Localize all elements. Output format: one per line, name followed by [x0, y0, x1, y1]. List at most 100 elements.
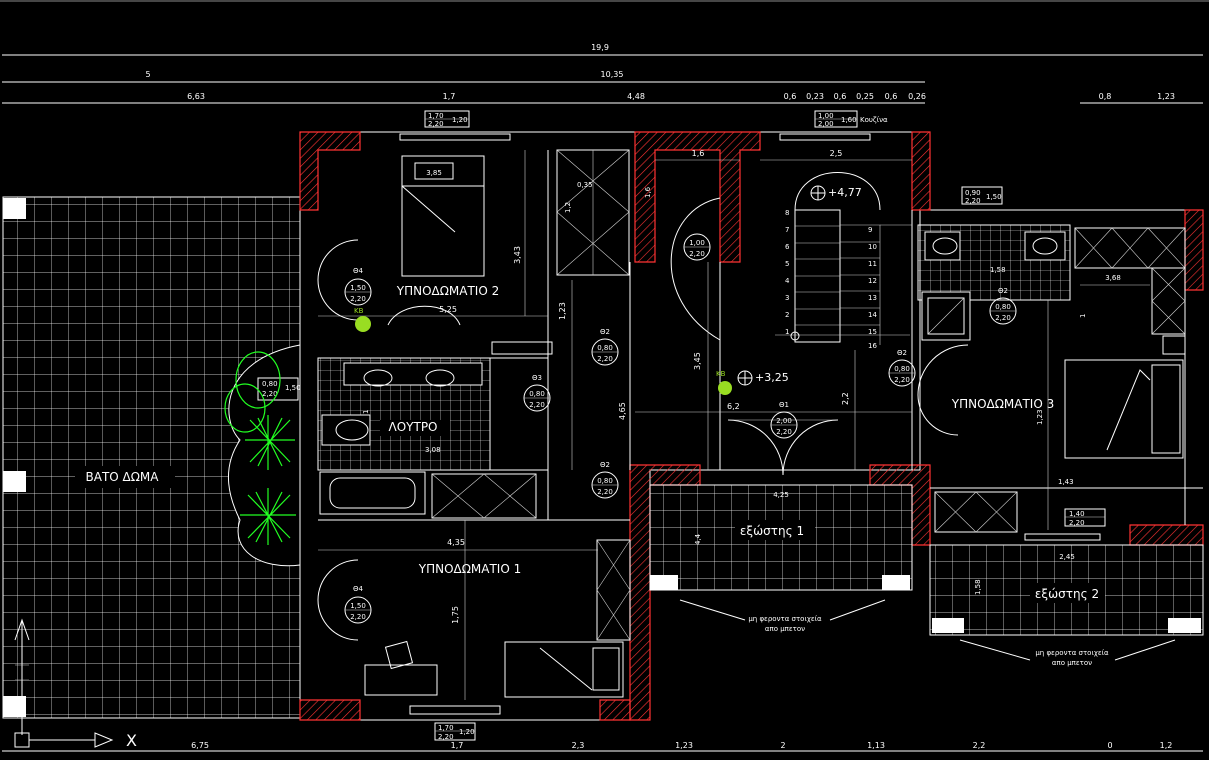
room-balcony-1-label: εξώστης 1: [740, 524, 804, 538]
dim-row3-0: 6,63: [187, 92, 205, 101]
dim-int-22: 2,2: [841, 392, 850, 405]
dim-int-175: 4,4: [694, 533, 702, 545]
bottom-dimensions: 6,75 1,7 2,3 1,23 2 1,13 2,2 0 1,2: [2, 741, 1203, 752]
right-window-2-h: 2,20: [1069, 519, 1085, 527]
dim-int-143: 1,58: [974, 579, 982, 595]
dim-bottom-0: 6,75: [191, 741, 209, 750]
note-nonbearing-1b: απο μπετον: [765, 625, 805, 633]
dim-int-12: 1,2: [564, 202, 572, 213]
stair-r-0: 9: [868, 226, 872, 234]
dim-int-368: 1,23: [1036, 409, 1044, 425]
room-balcony-2-label: εξώστης 2: [1035, 587, 1099, 601]
ucs-icon: X: [14, 618, 137, 750]
note-nonbearing-2b: απο μπετον: [1052, 659, 1092, 667]
top-window-1-h: 2,20: [428, 120, 444, 128]
door-d-h: 2,20: [776, 428, 792, 436]
top-window-2: 1,00 2,00 1,60 Κουζίνα: [779, 110, 888, 141]
dim-int-525: 5,25: [439, 305, 457, 314]
dim-row3r-1: 1,23: [1157, 92, 1175, 101]
dim-bottom-5: 1,13: [867, 741, 885, 750]
level-325: +3,25: [755, 371, 789, 384]
dim-int-345: 3,45: [693, 352, 702, 370]
dim-int-425: 1,43: [1058, 478, 1074, 486]
dim-bottom-1: 1,7: [451, 741, 464, 750]
level-477: +4,77: [828, 186, 862, 199]
top-window-2-w: 1,00: [818, 112, 834, 120]
stair-l-3: 5: [785, 260, 789, 268]
dim-int-1: 1: [362, 410, 370, 414]
bathroom: ΛΟΥΤΡΟ 3,08: [317, 357, 537, 519]
bed-label: 3,85: [426, 169, 442, 177]
dim-int-158: 1: [1079, 314, 1087, 318]
stair-l-0: 8: [785, 209, 789, 217]
dim-row2-a: 5: [145, 70, 150, 79]
stair-r-6: 15: [868, 328, 877, 336]
dim-int-245: 1,58: [990, 266, 1006, 274]
top-window-2-note: Κουζίνα: [860, 116, 888, 124]
door-tag-r2: 1,50 2,20 Θ4: [344, 267, 372, 306]
dim-int-26: 3,08: [425, 446, 441, 454]
balcony-1: εξώστης 1 4,25 4,4 μη φεροντα στοιχεία α…: [649, 484, 913, 633]
door-c-id: Θ2: [600, 461, 610, 469]
left-window-w: 0,80: [262, 380, 278, 388]
dim-int-44: 2,45: [1059, 553, 1075, 561]
door-r1-w: 1,50: [350, 602, 366, 610]
plant-icons: [224, 351, 296, 545]
bottom-window: 1,70 2,20 1,20: [434, 722, 476, 741]
stair-r-4: 13: [868, 294, 877, 302]
door-a-w: 0,80: [597, 344, 613, 352]
stair-r-3: 12: [868, 277, 877, 285]
dim-row3-2: 4,48: [627, 92, 645, 101]
door-e-id: Θ2: [897, 349, 907, 357]
dim-bottom-2: 2,3: [572, 741, 585, 750]
room-bedroom-3-label: ΥΠΝΟΔΩΜΑΤΙΟ 3: [951, 397, 1054, 411]
dim-int-123: 1,23: [558, 302, 567, 320]
room-roof-label: ΒΑΤΟ ΔΩΜΑ: [86, 470, 160, 484]
dim-bottom-7: 0: [1107, 741, 1112, 750]
door-hall-w: 1,00: [689, 239, 705, 247]
dim-row3-8: 0,26: [908, 92, 926, 101]
roof-terrace: ΒΑΤΟ ΔΩΜΑ 0,80 2,20 1,50: [2, 196, 301, 719]
door-f-h: 2,20: [995, 314, 1011, 322]
dim-int-435: 4,25: [773, 491, 789, 499]
door-r1-id: Θ4: [353, 585, 364, 593]
door-b-id: Θ3: [532, 374, 542, 382]
stair-r-1: 10: [868, 243, 877, 251]
kv-marker-1: [355, 316, 371, 332]
dim-bottom-4: 2: [780, 741, 785, 750]
stair-l-1: 7: [785, 226, 789, 234]
dim-int-308: 1,75: [451, 606, 460, 624]
dim-row3-3: 0,6: [784, 92, 797, 101]
dim-bottom-6: 2,2: [973, 741, 986, 750]
door-a-id: Θ2: [600, 328, 610, 336]
door-a-h: 2,20: [597, 355, 613, 363]
stair-l-7: 1: [785, 328, 789, 336]
room-bedroom-1-label: ΥΠΝΟΔΩΜΑΤΙΟ 1: [418, 562, 521, 576]
top-window-2-sill: 1,60: [841, 116, 857, 124]
door-r1-h: 2,20: [350, 613, 366, 621]
right-window-1: 0,90 2,20 1,50: [961, 186, 1003, 205]
dim-bottom-8: 1,2: [1160, 741, 1173, 750]
door-r2-id: Θ4: [353, 267, 364, 275]
top-window-2-h: 2,00: [818, 120, 834, 128]
kv-label-1: ΚΒ: [354, 307, 364, 315]
right-window-2-w: 1,40: [1069, 510, 1085, 518]
left-window-sill: 1,50: [285, 384, 301, 392]
door-e-h: 2,20: [894, 376, 910, 384]
bedroom-1: ΥΠΝΟΔΩΜΑΤΙΟ 1 4,35 1,75: [317, 520, 631, 715]
door-tags-hall: 1,00 2,20 0,80 2,20 Θ2 0,80 2,20 Θ3 0,80…: [523, 233, 1017, 499]
ucs-x-label: X: [126, 731, 137, 750]
hall-and-stairs: 1,6 2,5 1,6 8 7 6 5 4 3 2 1 9 10 11 12 1…: [354, 149, 912, 476]
right-window-1-h: 2,20: [965, 197, 981, 205]
stair-l-4: 4: [785, 277, 790, 285]
dim-int-178: 4,65: [618, 402, 627, 420]
bottom-window-sill: 1,20: [459, 728, 475, 736]
stair-l-2: 6: [785, 243, 790, 251]
dim-int-62: 6,2: [727, 402, 740, 411]
door-e-w: 0,80: [894, 365, 910, 373]
door-b-h: 2,20: [529, 401, 545, 409]
dim-int-465: 4,35: [447, 538, 465, 547]
stair-r-5: 14: [868, 311, 877, 319]
note-nonbearing-2a: μη φεροντα στοιχεία: [1035, 649, 1109, 657]
